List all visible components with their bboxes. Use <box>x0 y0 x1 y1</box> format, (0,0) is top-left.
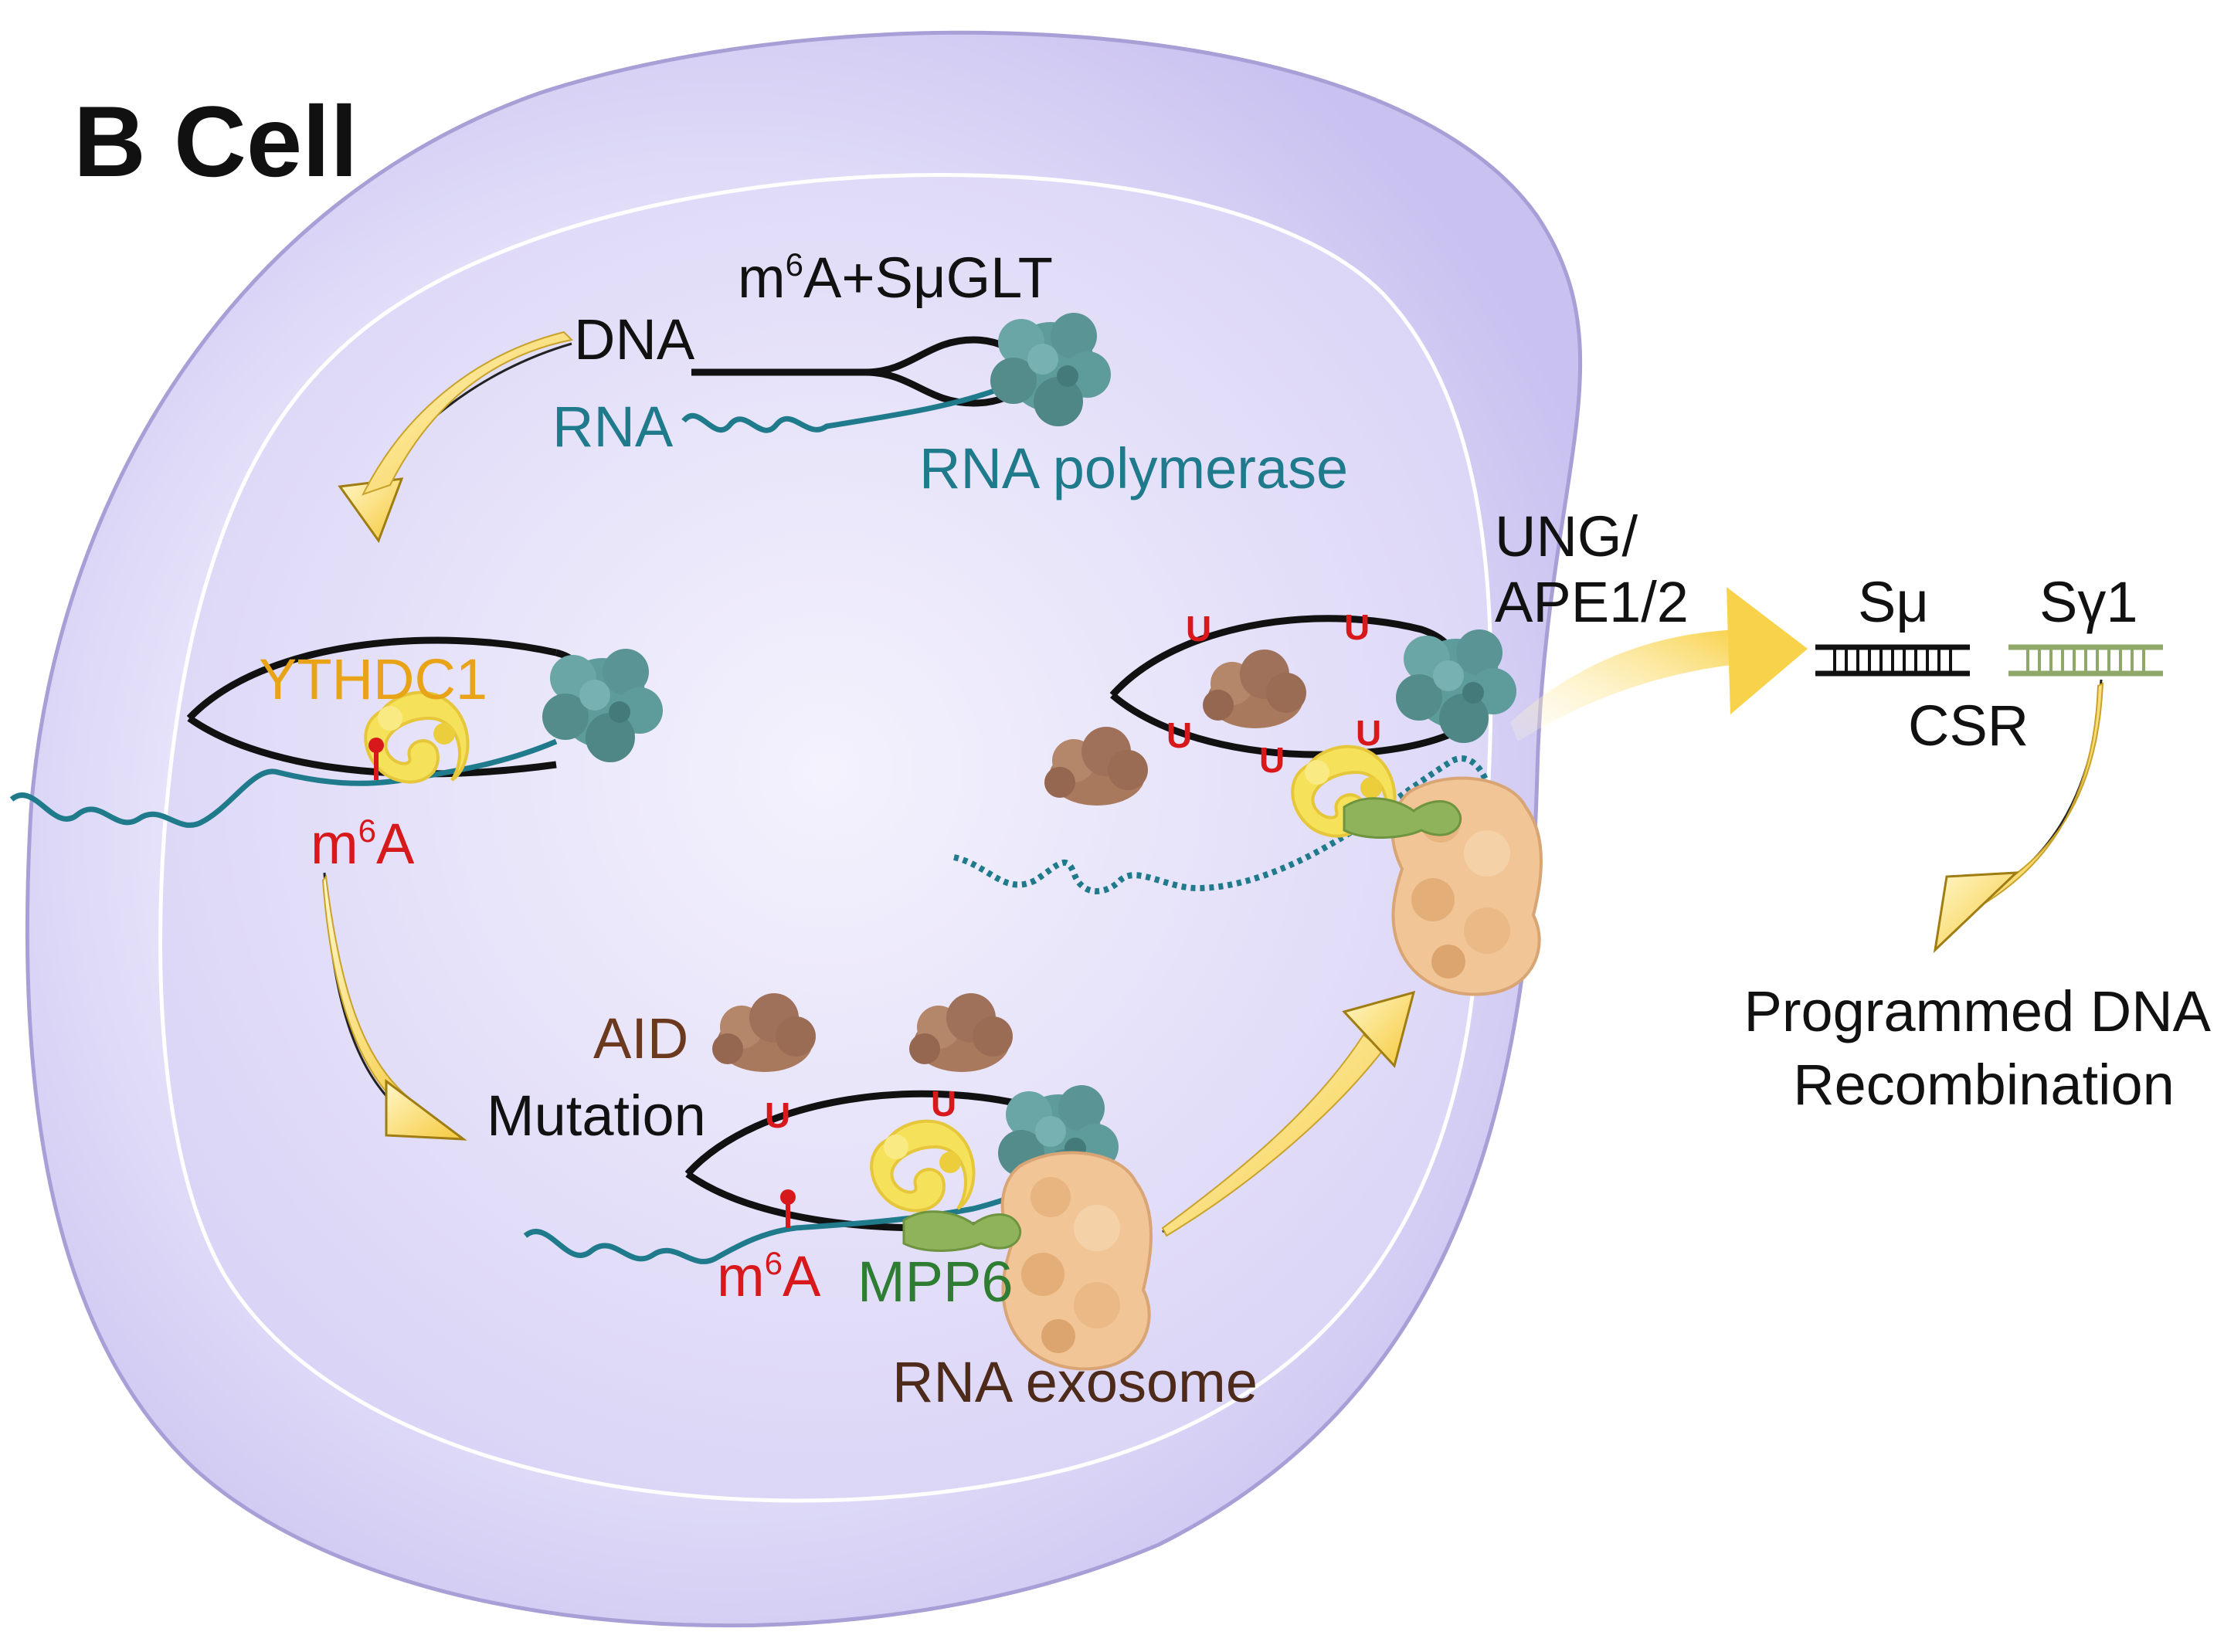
process-arrow-body <box>362 331 574 496</box>
m6a-2-base: m <box>717 1244 765 1308</box>
rna-exosome-label: RNA exosome <box>892 1350 1258 1414</box>
m6a-1-sup: 6 <box>358 812 376 849</box>
s-mu-dna <box>1815 644 1970 677</box>
s-gamma-dna <box>2008 644 2163 677</box>
mutation-label: Mutation <box>487 1084 706 1148</box>
process-arrow-head <box>385 1079 467 1141</box>
programmed-line2: Recombination <box>1793 1053 2175 1117</box>
rna-polymerase-label: RNA polymerase <box>919 436 1348 500</box>
aid-label: AID <box>593 1006 688 1070</box>
ythdc1-label: YTHDC1 <box>259 647 487 711</box>
uracil-mark: U <box>1356 713 1381 753</box>
ape-label: APE1/2 <box>1495 570 1689 634</box>
rna-strand-degraded <box>953 755 1494 894</box>
dna-label: DNA <box>574 307 695 371</box>
m6a-pin-head <box>368 738 384 753</box>
process-arrow-head <box>1342 990 1416 1069</box>
m6a-pin-head <box>780 1189 796 1205</box>
m6a-sugl-rest: A+SμGLT <box>803 246 1053 310</box>
m6a-2-rest: A <box>783 1244 821 1308</box>
mpp6-label: MPP6 <box>857 1250 1014 1314</box>
m6a-2-sup: 6 <box>765 1245 783 1281</box>
dna-bubble-bottom <box>187 715 557 778</box>
csr-label: CSR <box>1908 694 2029 758</box>
m6a-label-2: m6A <box>717 1244 821 1308</box>
rna-exosome-protein <box>1000 1151 1153 1371</box>
rna-label: RNA <box>552 395 674 459</box>
nucleus-membrane <box>158 173 1493 1503</box>
uracil-mark: U <box>1186 609 1211 649</box>
mpp6-protein <box>902 1210 1022 1252</box>
programmed-line1: Programmed DNA <box>1744 979 2212 1043</box>
s-gamma-label: Sγ1 <box>2039 570 2138 634</box>
ung-label: UNG/ <box>1495 504 1638 568</box>
uracil-mark: U <box>1259 740 1285 780</box>
m6a-sugl-sup: 6 <box>786 246 803 283</box>
csr-arrow-head <box>1727 587 1808 714</box>
m6a-1-rest: A <box>376 812 415 876</box>
s-mu-label: Sμ <box>1858 570 1929 634</box>
uracil-mark: U <box>931 1084 956 1124</box>
dna-bubble-top <box>186 636 557 721</box>
m6a-label-1: m6A <box>311 812 415 876</box>
mpp6-protein <box>1343 797 1462 839</box>
figure-title: B Cell <box>73 85 358 198</box>
rna-strand <box>523 1171 1068 1264</box>
uracil-mark: U <box>765 1095 790 1135</box>
rna-strand <box>681 375 1029 433</box>
programmed-dna-label: Programmed DNA Recombination <box>1744 979 2224 1117</box>
uracil-mark: U <box>1166 715 1192 755</box>
process-arrow-head <box>1933 871 2019 954</box>
dna-bubble-top <box>684 1090 1052 1177</box>
uracil-mark: U <box>1344 607 1370 647</box>
m6a-sugl-base: m <box>738 246 786 310</box>
csr-arrow-body <box>1510 629 1738 741</box>
m6a-sugl-label: m6A+SμGLT <box>738 246 1053 310</box>
m6a-1-base: m <box>311 812 358 876</box>
ung-ape-label: UNG/ APE1/2 <box>1495 504 1689 634</box>
